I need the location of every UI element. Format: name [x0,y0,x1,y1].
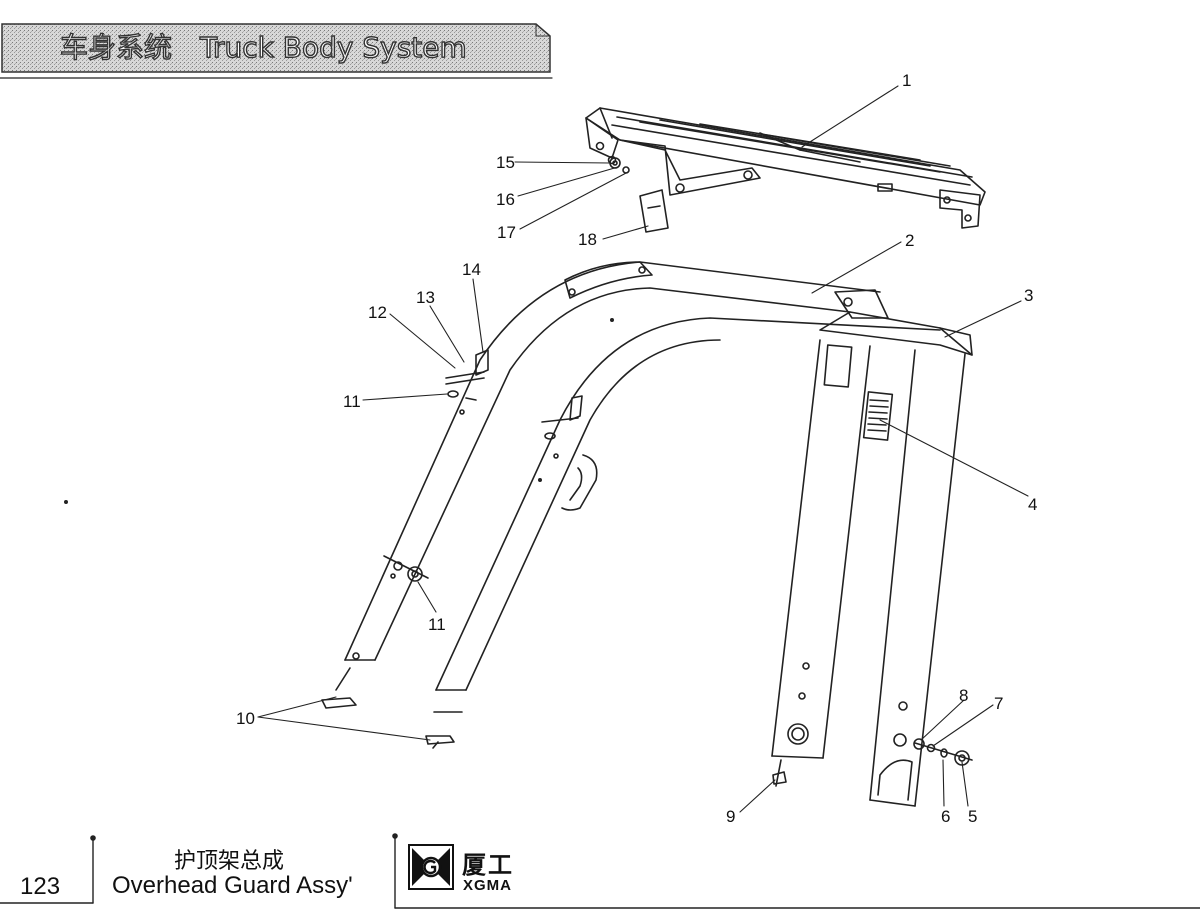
callout-9: 9 [726,807,735,826]
guard-frame-part-2-3 [321,261,973,807]
roof-grid-part-1 [585,107,986,229]
callout-6: 6 [941,807,950,826]
xgma-logo-icon [408,844,454,890]
callout-7: 7 [994,694,1003,713]
section-title-en: Truck Body System [199,30,467,64]
callout-5: 5 [968,807,977,826]
callout-8: 8 [959,686,968,705]
callout-10: 10 [236,709,255,728]
callout-1: 1 [902,71,911,90]
callout-17: 17 [497,223,516,242]
callout-13: 13 [416,288,435,307]
brand-name-en: XGMA [463,877,512,894]
part-title-en: Overhead Guard Assy' [112,872,353,899]
callout-18: 18 [578,230,597,249]
callout-11-upper: 11 [343,392,361,411]
callout-12: 12 [368,303,387,322]
callout-11-lower: 11 [428,615,446,634]
callout-4: 4 [1028,495,1037,514]
section-title: 车身系统 Truck Body System [59,26,467,66]
callout-labels: 1 2 3 4 5 6 7 8 9 10 11 11 12 13 14 15 1… [236,71,1037,826]
callout-3: 3 [1024,286,1033,305]
callout-14: 14 [462,260,481,279]
section-header-tab [1,23,551,73]
brand-name-cn: 厦工 [462,851,514,879]
callout-2: 2 [905,231,914,250]
label-plate-part-18 [639,189,669,233]
leader-lines [257,85,1029,813]
page-number: 123 [20,873,61,900]
section-title-cn: 车身系统 [59,30,173,64]
callout-16: 16 [496,190,515,209]
callout-15: 15 [496,153,515,172]
part-title-cn: 护顶架总成 [174,849,285,874]
